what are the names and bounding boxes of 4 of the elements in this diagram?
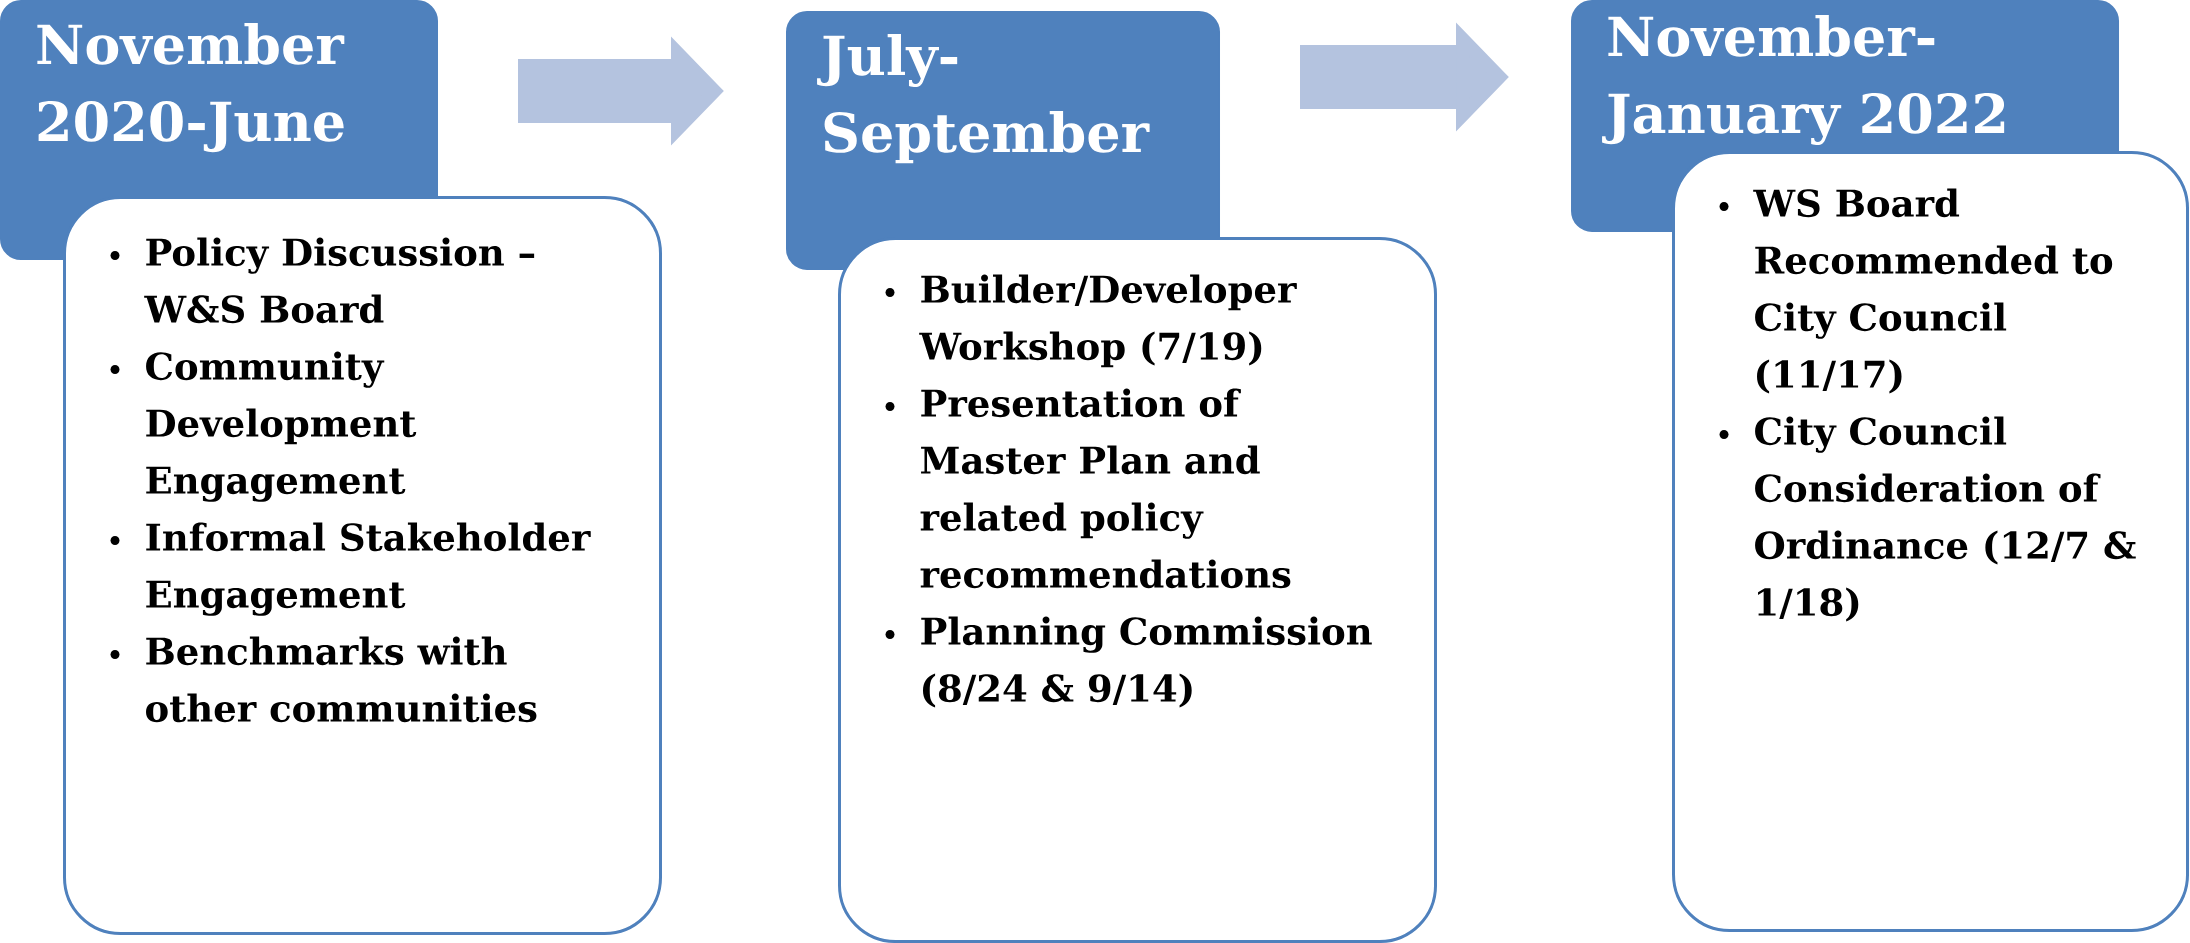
activity-list-box: WS Board Recommended to City Council (11/17) City Council Consideration of Ordinance (12/7 & 1/18) xyxy=(1672,151,2189,932)
period-header-box: July-September xyxy=(786,11,1220,270)
activity-list-box: Builder/Developer Workshop (7/19) Presentation of Master Plan and related policy recommendations Planning Commission (8/24 & 9/14) xyxy=(838,237,1437,943)
activity-list-box: Policy Discussion – W&S Board Community Development Engagement Informal Stakeholder Engagement Benchmarks with other communities xyxy=(63,196,662,935)
